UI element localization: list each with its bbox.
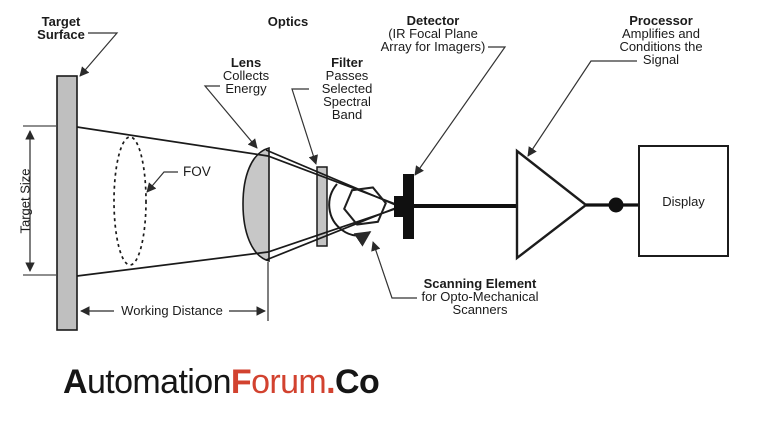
scanning-hexagon: [343, 186, 387, 226]
logo-part-co: Co: [335, 363, 380, 401]
cone-line-lens-top: [265, 149, 399, 207]
processor-label: Processor Amplifies and Conditions the S…: [619, 13, 703, 67]
target-size-label: Target Size: [17, 168, 33, 234]
lens-label: Lens Collects Energy: [222, 55, 270, 96]
cone-line-target-bottom: [76, 207, 399, 277]
logo-part-orum: orum: [251, 363, 327, 401]
fov-label: FOV: [183, 164, 211, 179]
lens-shape: [242, 146, 270, 263]
detector-element: [394, 196, 403, 217]
rotation-arrow: [328, 183, 372, 247]
cone-line-target-top: [76, 126, 399, 206]
signal-node-dot: [608, 197, 624, 213]
detector-bar: [403, 174, 414, 239]
filter-label: Filter Passes Selected Spectral Band: [321, 55, 373, 122]
scanning-element-label: Scanning Element for Opto-Mechanical Sca…: [421, 276, 539, 317]
filter-leader: [291, 88, 318, 165]
optics-label: Optics: [267, 14, 309, 29]
working-distance-label: Working Distance: [121, 303, 223, 318]
logo-part-utomation: utomation: [86, 363, 232, 401]
target-surface-bar: [56, 75, 78, 331]
logo-part-a: A: [63, 363, 88, 401]
scanning-element-leader: [371, 241, 417, 299]
display-box: [638, 145, 729, 257]
lens-leader: [203, 85, 258, 149]
logo-part-dot: .: [326, 363, 335, 401]
fov-leader: [146, 171, 178, 193]
processor-leader: [527, 60, 637, 157]
detector-label: Detector (IR Focal Plane Array for Image…: [380, 13, 486, 54]
detector-leader: [414, 46, 507, 176]
automationforum-logo: AutomationForum.Co: [63, 363, 380, 401]
display-label: Display: [662, 193, 705, 209]
filter-shape: [316, 166, 328, 247]
logo-part-f: F: [230, 363, 252, 401]
target-surface-label: Target Surface: [37, 14, 85, 42]
cone-line-lens-bottom: [265, 206, 399, 261]
amplifier-triangle: [515, 148, 588, 261]
target-surface-leader: [79, 32, 119, 77]
fov-ellipse: [113, 136, 147, 266]
